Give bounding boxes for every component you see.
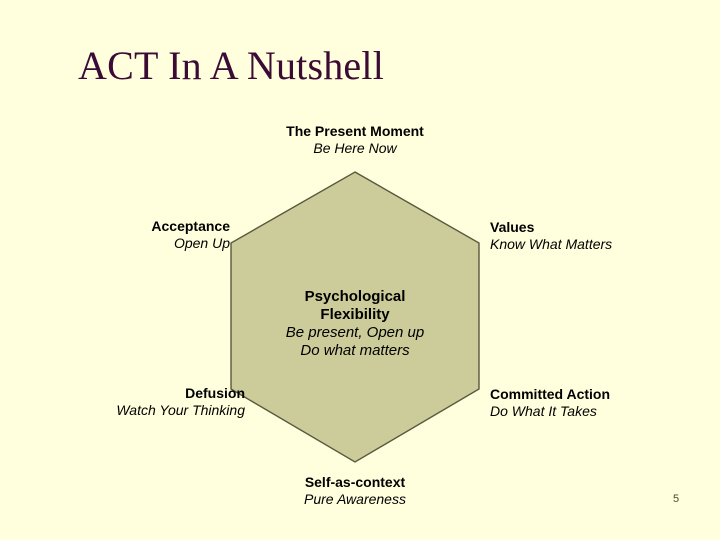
label-acceptance: Acceptance Open Up: [30, 218, 230, 252]
label-self-as-context-title: Self-as-context: [304, 474, 406, 490]
label-committed-action: Committed Action Do What It Takes: [490, 386, 715, 420]
center-sub-line2: Do what matters: [300, 342, 410, 359]
label-present-moment: The Present Moment Be Here Now: [205, 123, 505, 157]
hexagon-shape-icon: [230, 171, 480, 463]
hexagon-diagram: [215, 162, 495, 474]
label-defusion-subtitle: Watch Your Thinking: [116, 402, 245, 418]
label-committed-action-title: Committed Action: [490, 386, 611, 402]
hexagon-center-text: Psychological Flexibility Be present, Op…: [240, 288, 470, 360]
center-heading-line2: Flexibility: [320, 306, 390, 323]
page-number: 5: [672, 493, 680, 505]
label-committed-action-subtitle: Do What It Takes: [490, 403, 597, 419]
label-present-moment-subtitle: Be Here Now: [313, 140, 397, 156]
hexagon-polygon: [230, 171, 480, 463]
label-values: Values Know What Matters: [490, 219, 710, 253]
label-defusion: Defusion Watch Your Thinking: [45, 385, 245, 419]
label-present-moment-title: The Present Moment: [286, 123, 424, 139]
label-self-as-context: Self-as-context Pure Awareness: [205, 474, 505, 508]
label-acceptance-subtitle: Open Up: [173, 235, 230, 251]
label-defusion-title: Defusion: [185, 385, 245, 401]
page-title: ACT In A Nutshell: [78, 43, 385, 88]
label-values-title: Values: [490, 219, 535, 235]
label-self-as-context-subtitle: Pure Awareness: [304, 491, 406, 507]
label-acceptance-title: Acceptance: [151, 218, 230, 234]
center-sub-line1: Be present, Open up: [285, 324, 425, 341]
label-values-subtitle: Know What Matters: [490, 236, 613, 252]
center-heading-line1: Psychological: [304, 288, 406, 305]
